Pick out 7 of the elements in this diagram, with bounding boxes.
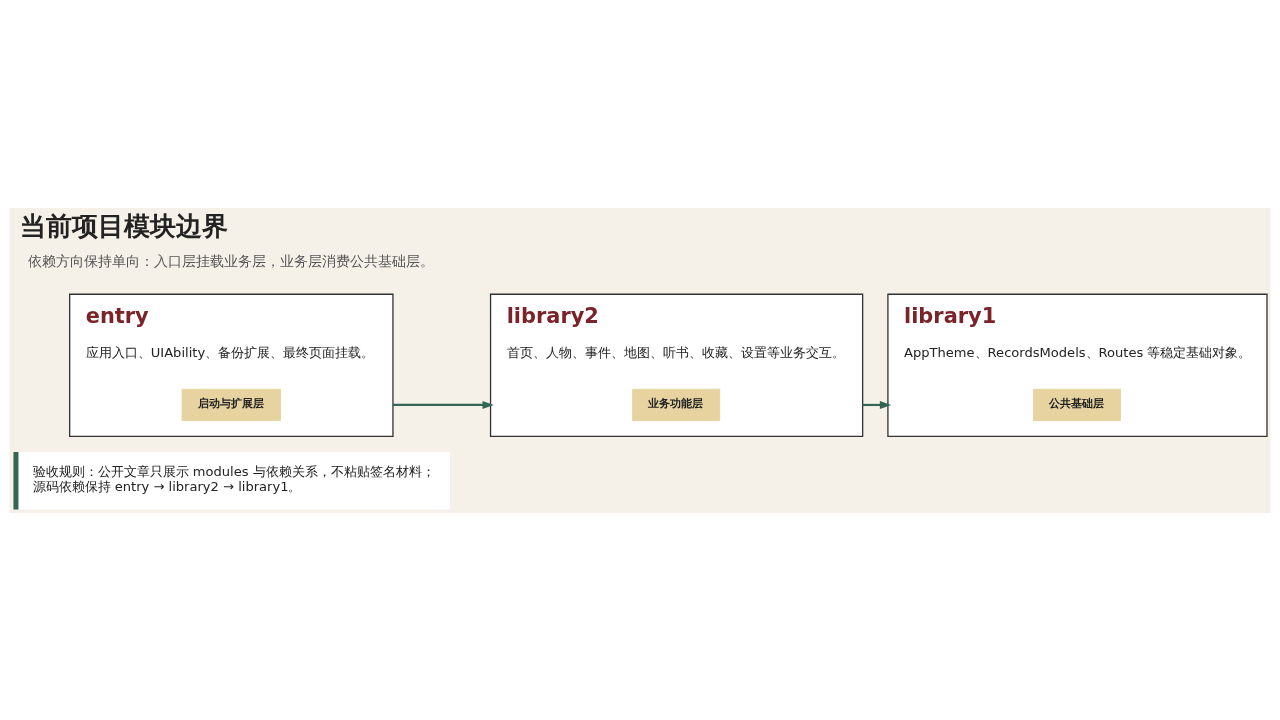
arrow bbox=[862, 400, 892, 409]
diagram-title: 当前项目模块边界 bbox=[19, 210, 228, 241]
label: 依赖方向保持单向：入口层挂载业务层，业务层消费公共基础层。 bbox=[28, 252, 435, 269]
arrow bbox=[392, 400, 494, 409]
node-box: 公共基础层 bbox=[1033, 388, 1122, 421]
node-box: 业务功能层 bbox=[632, 388, 721, 421]
node-box: 启动与扩展层 bbox=[181, 388, 281, 421]
